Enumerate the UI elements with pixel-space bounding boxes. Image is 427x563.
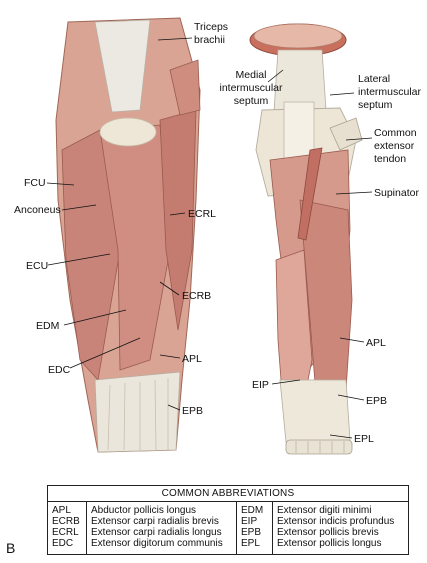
abbr-full-name: Extensor digitorum communis: [91, 538, 223, 549]
abbr-full-name: Extensor carpi radialis brevis: [91, 516, 219, 527]
left-forearm: [55, 17, 201, 453]
label-apl-right: APL: [366, 337, 386, 349]
svg-text:septum: septum: [358, 99, 393, 111]
abbreviations-table: COMMON ABBREVIATIONS APL ECRB ECRL EDC A…: [47, 485, 409, 555]
label-fcu: FCU: [24, 177, 46, 189]
abbr-code: EPL: [241, 538, 260, 549]
label-common-extensor-tendon: Common: [374, 127, 417, 139]
figure-labels: Triceps brachii Medial intermuscular sep…: [14, 21, 422, 445]
label-edc: EDC: [48, 364, 71, 376]
abbr-code: APL: [52, 505, 71, 516]
abbr-code: EDM: [241, 505, 264, 516]
svg-text:extensor: extensor: [374, 140, 415, 152]
abbr-code: EIP: [241, 516, 258, 527]
full-name-column-left: Abductor pollicis longus Extensor carpi …: [87, 502, 237, 555]
label-eip: EIP: [252, 379, 269, 391]
abbreviations-title: COMMON ABBREVIATIONS: [48, 486, 408, 502]
svg-text:intermuscular: intermuscular: [358, 86, 422, 98]
panel-letter: B: [6, 540, 16, 556]
svg-text:intermuscular: intermuscular: [219, 82, 283, 94]
abbr-code: ECRL: [52, 527, 79, 538]
full-name-column-right: Extensor digiti minimi Extensor indicis …: [273, 502, 408, 555]
label-ecrl: ECRL: [188, 208, 216, 220]
label-ecu: ECU: [26, 260, 48, 272]
svg-text:brachii: brachii: [194, 34, 225, 46]
abbr-code: EPB: [241, 527, 262, 538]
abbr-full-name: Abductor pollicis longus: [91, 505, 197, 516]
abbr-full-name: Extensor pollicis longus: [277, 538, 382, 549]
abbr-column-left: APL ECRB ECRL EDC: [48, 502, 87, 555]
abbr-full-name: Extensor pollicis brevis: [277, 527, 379, 538]
abbr-code: EDC: [52, 538, 74, 549]
right-forearm: [249, 23, 363, 455]
leader-lines: [46, 37, 373, 439]
label-triceps-brachii: Triceps: [194, 21, 228, 33]
label-ecrb: ECRB: [182, 290, 211, 302]
label-supinator: Supinator: [374, 187, 419, 199]
abbr-column-right: EDM EIP EPB EPL: [237, 502, 273, 555]
abbr-code: ECRB: [52, 516, 80, 527]
abbr-full-name: Extensor indicis profundus: [277, 516, 395, 527]
label-lateral-intermuscular-septum: Lateral: [358, 73, 390, 85]
forearm-illustration: Triceps brachii Medial intermuscular sep…: [14, 17, 422, 455]
abbr-full-name: Extensor digiti minimi: [277, 505, 372, 516]
label-anconeus: Anconeus: [14, 204, 61, 216]
label-epb-left: EPB: [182, 405, 203, 417]
label-epl: EPL: [354, 433, 374, 445]
svg-text:tendon: tendon: [374, 153, 406, 165]
abbreviations-body: APL ECRB ECRL EDC Abductor pollicis long…: [48, 502, 408, 555]
abbr-full-name: Extensor carpi radialis longus: [91, 527, 222, 538]
label-epb-right: EPB: [366, 395, 387, 407]
label-edm: EDM: [36, 320, 59, 332]
label-medial-intermuscular-septum: Medial: [236, 69, 267, 81]
label-apl-left: APL: [182, 353, 202, 365]
svg-text:septum: septum: [234, 95, 269, 107]
